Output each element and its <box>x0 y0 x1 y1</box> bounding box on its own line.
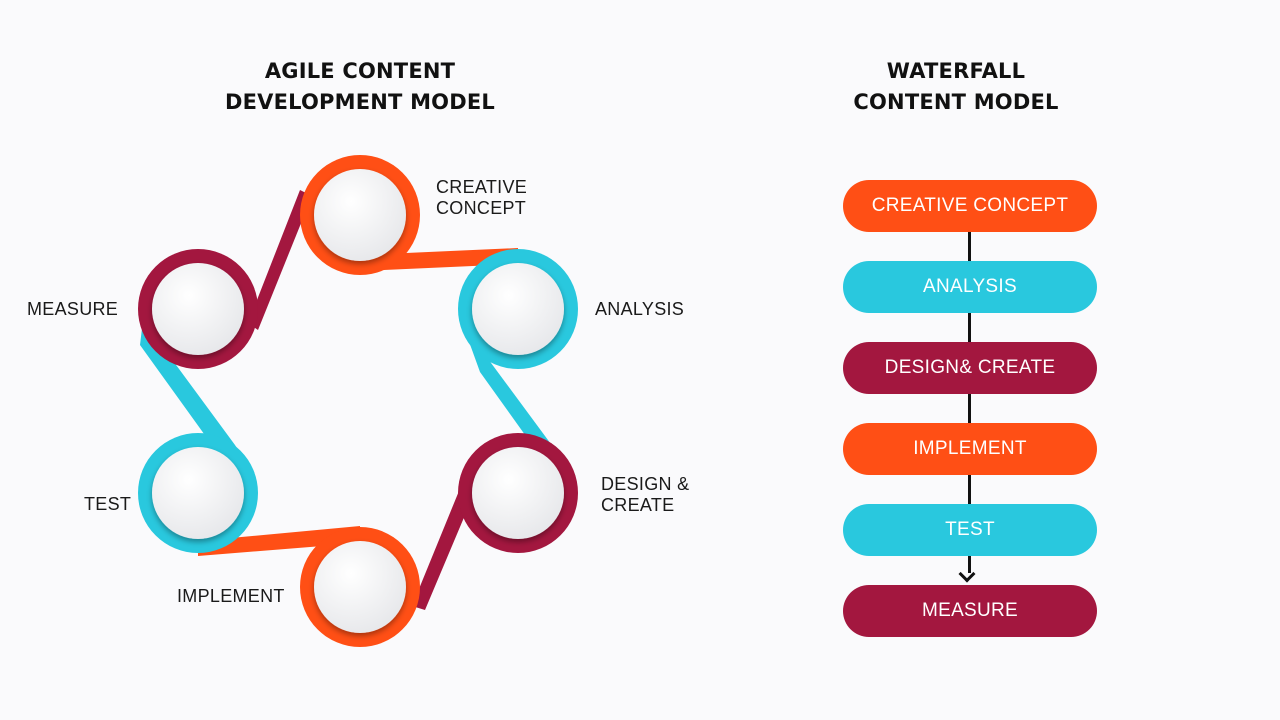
node-disc <box>314 169 406 261</box>
arrow-down-icon <box>958 565 976 583</box>
label-line-2: CONCEPT <box>436 198 527 218</box>
label-line-1: IMPLEMENT <box>177 586 285 606</box>
label-line-1: ANALYSIS <box>595 299 685 319</box>
waterfall-step-label: DESIGN& CREATE <box>884 357 1056 378</box>
node-disc <box>472 263 564 355</box>
waterfall-title-line-1: WATERFALL <box>886 59 1026 83</box>
label-implement: IMPLEMENT <box>177 586 285 607</box>
label-line-1: MEASURE <box>27 299 119 319</box>
waterfall-model-title: WATERFALL CONTENT MODEL <box>756 56 1156 118</box>
waterfall-step-measure: MEASURE <box>843 585 1097 637</box>
node-implement <box>300 527 420 647</box>
label-measure: MEASURE <box>27 299 118 320</box>
node-disc <box>472 447 564 539</box>
waterfall-step-analysis: ANALYSIS <box>843 261 1097 313</box>
label-creative-concept: CREATIVE CONCEPT <box>436 177 527 219</box>
waterfall-step-creative-concept: CREATIVE CONCEPT <box>843 180 1097 232</box>
node-creative-concept <box>300 155 420 275</box>
label-test: TEST <box>84 494 131 515</box>
label-line-2: CREATE <box>601 495 675 515</box>
waterfall-step-label: ANALYSIS <box>923 276 1017 297</box>
ribbon-measure-to-creative <box>248 190 312 330</box>
label-design-create: DESIGN & CREATE <box>601 474 689 516</box>
waterfall-step-implement: IMPLEMENT <box>843 423 1097 475</box>
node-analysis <box>458 249 578 369</box>
waterfall-step-label: IMPLEMENT <box>913 438 1027 459</box>
label-analysis: ANALYSIS <box>595 299 684 320</box>
waterfall-step-test: TEST <box>843 504 1097 556</box>
waterfall-step-design-create: DESIGN& CREATE <box>843 342 1097 394</box>
node-disc <box>314 541 406 633</box>
agile-title-line-1: AGILE CONTENT <box>264 59 456 83</box>
ribbon-implement-to-test <box>198 526 360 556</box>
waterfall-step-label: TEST <box>945 519 995 540</box>
waterfall-title-line-2: CONTENT MODEL <box>853 90 1059 114</box>
label-line-1: CREATIVE <box>436 177 528 197</box>
agile-cycle-diagram <box>138 155 578 647</box>
node-measure <box>138 249 258 369</box>
agile-title-line-2: DEVELOPMENT MODEL <box>224 90 495 114</box>
waterfall-step-label: MEASURE <box>921 600 1019 621</box>
label-line-1: DESIGN & <box>601 474 690 494</box>
waterfall-step-label: CREATIVE CONCEPT <box>871 195 1069 216</box>
node-disc <box>152 447 244 539</box>
node-design-create <box>458 433 578 553</box>
agile-model-title: AGILE CONTENT DEVELOPMENT MODEL <box>160 56 560 118</box>
node-disc <box>152 263 244 355</box>
node-test <box>138 433 258 553</box>
label-line-1: TEST <box>84 494 132 514</box>
